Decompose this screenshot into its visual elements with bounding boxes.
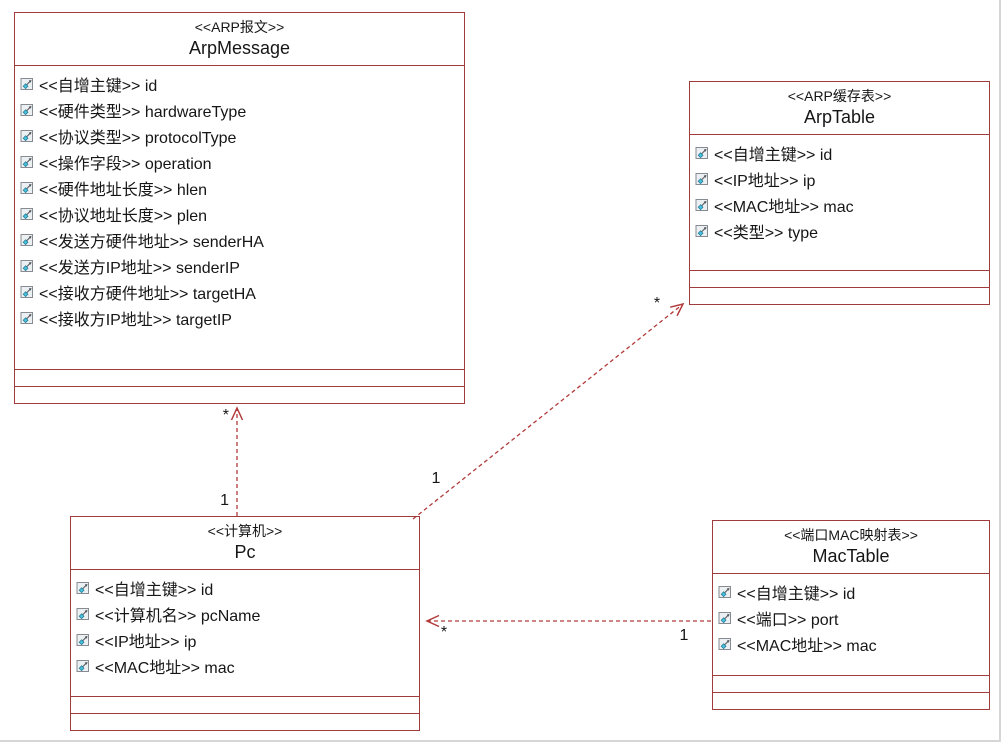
attribute-label: <<IP地址>> ip	[714, 173, 816, 190]
class-mactable-name: MacTable	[812, 546, 890, 566]
private-attribute-key-icon	[20, 129, 34, 143]
attribute-row: <<自增主键>> id	[695, 140, 985, 166]
class-arpmessage-title: <<ARP报文>> ArpMessage	[15, 13, 464, 65]
attribute-label: <<自增主键>> id	[95, 582, 214, 599]
attribute-row: <<计算机名>> pcName	[76, 601, 415, 627]
attribute-row: <<MAC地址>> mac	[76, 653, 415, 679]
private-attribute-key-icon	[20, 155, 34, 169]
attribute-label: <<接收方硬件地址>> targetHA	[39, 286, 256, 303]
attribute-row: <<协议地址长度>> plen	[20, 201, 460, 227]
attribute-label: <<自增主键>> id	[39, 78, 158, 95]
attribute-label: <<硬件地址长度>> hlen	[39, 182, 208, 199]
class-arpmessage-operations-compartment	[15, 369, 464, 386]
private-attribute-key-icon	[20, 233, 34, 247]
private-attribute-key-icon	[695, 146, 709, 160]
class-mactable-operations-compartment	[713, 675, 989, 692]
attribute-row: <<硬件地址长度>> hlen	[20, 175, 460, 201]
class-arpmessage-name: ArpMessage	[188, 38, 291, 58]
private-attribute-key-icon	[20, 77, 34, 91]
multiplicity-label: *	[223, 407, 229, 424]
class-mactable[interactable]: <<端口MAC映射表>> MacTable <<自增主键>> id <<端口>> …	[712, 520, 990, 710]
attribute-row: <<类型>> type	[695, 218, 985, 244]
class-pc-operations-compartment	[71, 696, 419, 713]
class-arpmessage-attributes: <<自增主键>> id <<硬件类型>> hardwareType <<协议类型>>…	[15, 65, 464, 369]
attribute-label: <<MAC地址>> mac	[95, 660, 235, 677]
attribute-label: <<发送方硬件地址>> senderHA	[39, 234, 264, 251]
class-arptable-title: <<ARP缓存表>> ArpTable	[690, 82, 989, 134]
class-arptable[interactable]: <<ARP缓存表>> ArpTable <<自增主键>> id <<IP地址>> …	[689, 81, 990, 305]
multiplicity-label: *	[654, 295, 660, 312]
attribute-row: <<硬件类型>> hardwareType	[20, 97, 460, 123]
attribute-row: <<操作字段>> operation	[20, 149, 460, 175]
attribute-label: <<自增主键>> id	[737, 586, 856, 603]
attribute-row: <<自增主键>> id	[20, 71, 460, 97]
class-pc-title: <<计算机>> Pc	[71, 517, 419, 569]
attribute-row: <<IP地址>> ip	[695, 166, 985, 192]
private-attribute-key-icon	[718, 585, 732, 599]
attribute-label: <<MAC地址>> mac	[737, 638, 877, 655]
private-attribute-key-icon	[20, 207, 34, 221]
multiplicity-label: 1	[432, 470, 441, 487]
multiplicity-label: 1	[680, 627, 689, 644]
private-attribute-key-icon	[695, 198, 709, 212]
class-arptable-attributes: <<自增主键>> id <<IP地址>> ip <<MAC地址>> mac <<类型>…	[690, 134, 989, 270]
private-attribute-key-icon	[20, 103, 34, 117]
class-arpmessage-stereotype: <<ARP报文>>	[194, 19, 285, 35]
private-attribute-key-icon	[20, 285, 34, 299]
attribute-label: <<计算机名>> pcName	[95, 608, 261, 625]
multiplicity-label: 1	[220, 492, 229, 509]
private-attribute-key-icon	[695, 224, 709, 238]
attribute-row: <<端口>> port	[718, 605, 985, 631]
attribute-label: <<自增主键>> id	[714, 147, 833, 164]
private-attribute-key-icon	[695, 172, 709, 186]
multiplicity-label: *	[441, 624, 447, 641]
attribute-row: <<接收方IP地址>> targetIP	[20, 305, 460, 331]
attribute-row: <<MAC地址>> mac	[695, 192, 985, 218]
private-attribute-key-icon	[76, 607, 90, 621]
class-mactable-extra-compartment	[713, 692, 989, 709]
private-attribute-key-icon	[718, 637, 732, 651]
class-arpmessage-extra-compartment	[15, 386, 464, 403]
attribute-row: <<发送方硬件地址>> senderHA	[20, 227, 460, 253]
class-mactable-attributes: <<自增主键>> id <<端口>> port <<MAC地址>> mac	[713, 573, 989, 675]
attribute-row: <<自增主键>> id	[718, 579, 985, 605]
private-attribute-key-icon	[76, 581, 90, 595]
attribute-row: <<接收方硬件地址>> targetHA	[20, 279, 460, 305]
class-pc-stereotype: <<计算机>>	[207, 523, 283, 539]
attribute-label: <<接收方IP地址>> targetIP	[39, 312, 232, 329]
class-arpmessage[interactable]: <<ARP报文>> ArpMessage <<自增主键>> id <<硬件类型>>…	[14, 12, 465, 404]
private-attribute-key-icon	[76, 633, 90, 647]
attribute-row: <<发送方IP地址>> senderIP	[20, 253, 460, 279]
class-pc[interactable]: <<计算机>> Pc <<自增主键>> id <<计算机名>> pcName <<I…	[70, 516, 420, 731]
attribute-label: <<发送方IP地址>> senderIP	[39, 260, 240, 277]
attribute-label: <<硬件类型>> hardwareType	[39, 104, 247, 121]
class-pc-attributes: <<自增主键>> id <<计算机名>> pcName <<IP地址>> ip <<M…	[71, 569, 419, 696]
class-pc-name: Pc	[234, 542, 256, 562]
attribute-label: <<MAC地址>> mac	[714, 199, 854, 216]
association-mactable-pc[interactable]: 1 *	[425, 614, 711, 644]
attribute-label: <<IP地址>> ip	[95, 634, 197, 651]
private-attribute-key-icon	[20, 259, 34, 273]
class-arptable-stereotype: <<ARP缓存表>>	[787, 88, 892, 104]
private-attribute-key-icon	[76, 659, 90, 673]
private-attribute-key-icon	[20, 181, 34, 195]
association-pc-arpmessage[interactable]: * 1	[220, 406, 244, 516]
class-pc-extra-compartment	[71, 713, 419, 730]
class-arptable-operations-compartment	[690, 270, 989, 287]
attribute-label: <<协议类型>> protocolType	[39, 130, 237, 147]
class-mactable-title: <<端口MAC映射表>> MacTable	[713, 521, 989, 573]
attribute-label: <<端口>> port	[737, 612, 839, 629]
attribute-label: <<操作字段>> operation	[39, 156, 212, 173]
attribute-row: <<协议类型>> protocolType	[20, 123, 460, 149]
class-arptable-extra-compartment	[690, 287, 989, 304]
class-mactable-stereotype: <<端口MAC映射表>>	[784, 527, 918, 543]
attribute-row: <<MAC地址>> mac	[718, 631, 985, 657]
attribute-label: <<类型>> type	[714, 225, 819, 242]
class-arptable-name: ArpTable	[803, 107, 876, 127]
attribute-row: <<自增主键>> id	[76, 575, 415, 601]
private-attribute-key-icon	[20, 311, 34, 325]
attribute-label: <<协议地址长度>> plen	[39, 208, 208, 225]
private-attribute-key-icon	[718, 611, 732, 625]
attribute-row: <<IP地址>> ip	[76, 627, 415, 653]
